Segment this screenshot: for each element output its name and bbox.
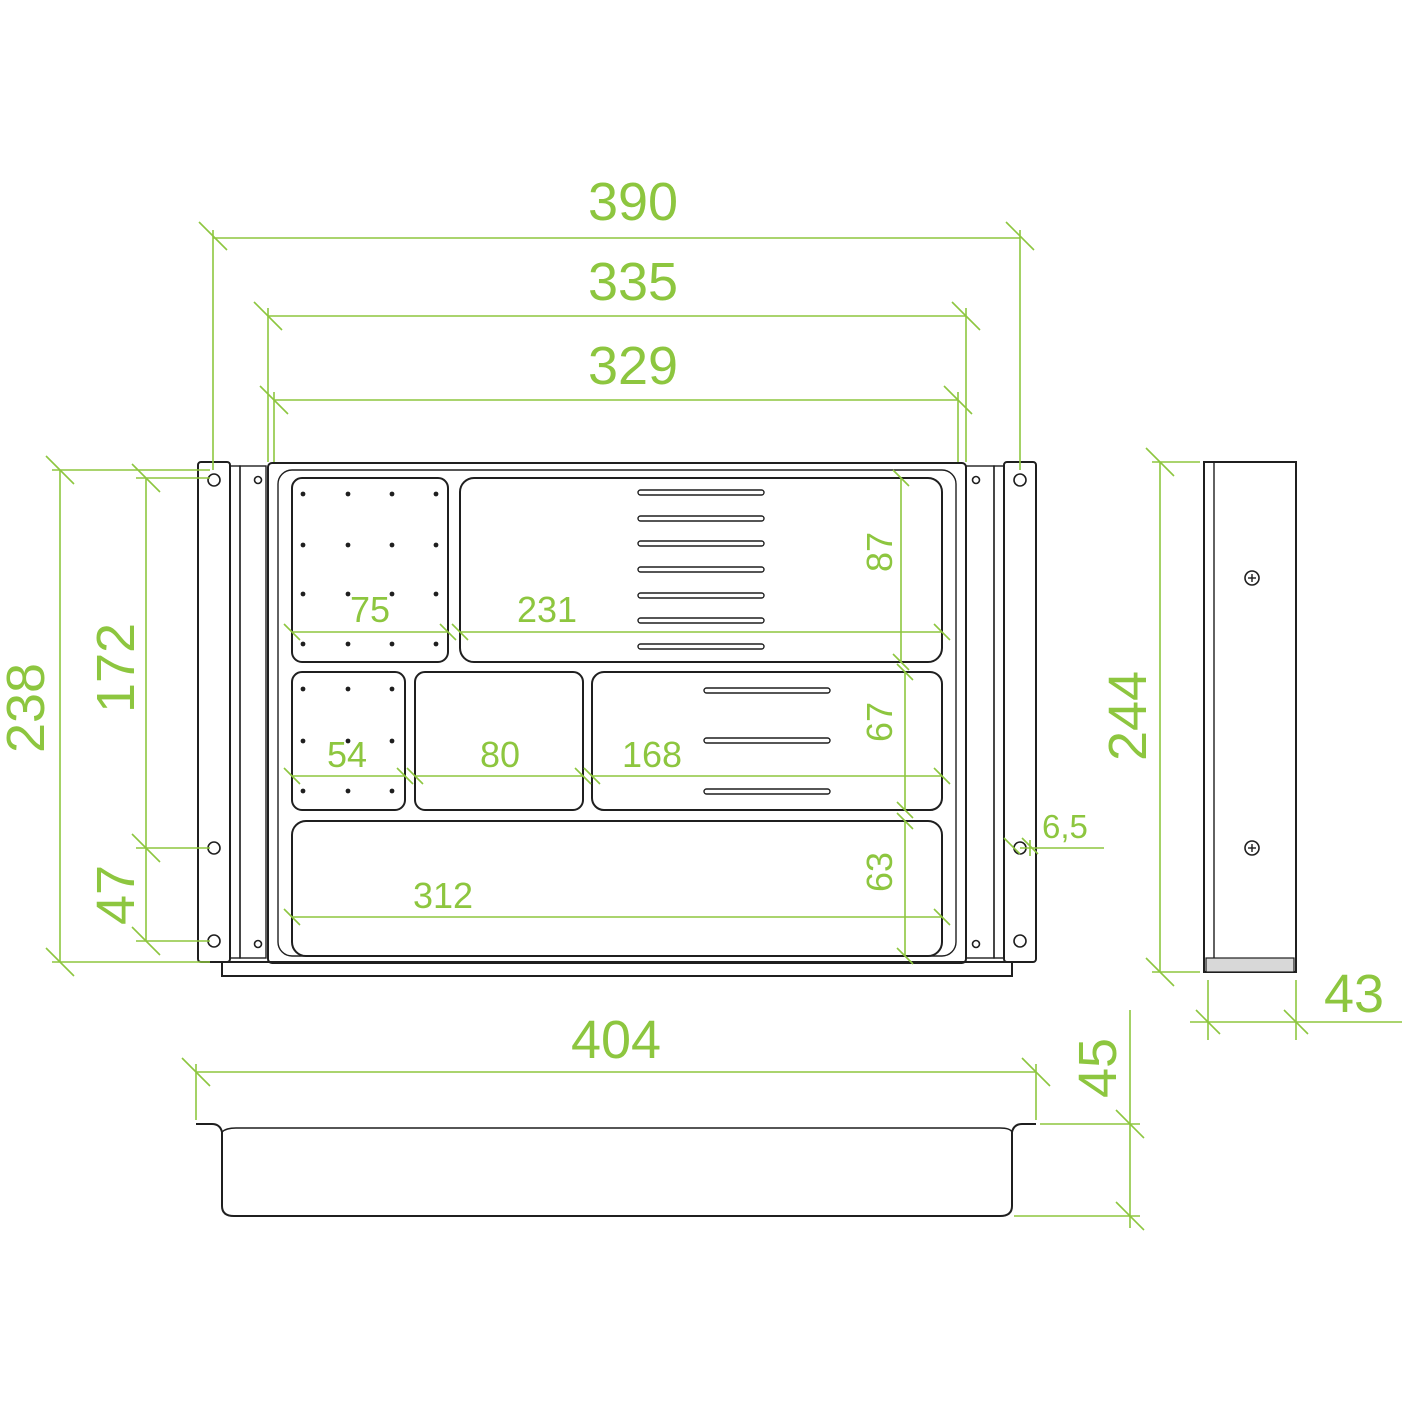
dim-label-63: 63 — [859, 852, 900, 892]
mount-hole — [1013, 934, 1027, 948]
rail-hole — [253, 939, 263, 949]
screw-icon — [1244, 840, 1260, 856]
side-view — [1145, 447, 1402, 1040]
compartment-168 — [591, 671, 943, 811]
rail-hole — [253, 475, 263, 485]
dim-label-67: 67 — [859, 702, 900, 742]
dim-label-45: 45 — [1068, 1038, 1128, 1098]
dim-label-238: 238 — [0, 663, 56, 753]
tray-inner — [277, 469, 957, 957]
screw-icon — [1244, 570, 1260, 586]
dim-label-6-5: 6,5 — [1042, 808, 1088, 845]
dimension-lines — [45, 221, 1104, 977]
dim-label-43: 43 — [1324, 964, 1384, 1024]
side-base — [1205, 957, 1295, 973]
dim-label-75: 75 — [350, 589, 390, 630]
right-rail — [993, 465, 1005, 959]
right-flange — [1003, 461, 1037, 963]
dim-label-404: 404 — [571, 1010, 661, 1070]
dim-label-335: 335 — [588, 252, 678, 312]
right-rail-inner — [965, 465, 995, 959]
rail-hole — [971, 475, 981, 485]
front-strip — [221, 961, 1013, 977]
dim-label-329: 329 — [588, 336, 678, 396]
left-flange — [197, 461, 231, 963]
knife-slots-168 — [703, 687, 831, 795]
knife-slots-231 — [637, 489, 765, 650]
dim-label-47: 47 — [86, 865, 146, 925]
dimension-labels: 390 335 329 238 172 47 75 231 87 54 80 1… — [0, 172, 1384, 1098]
front-view — [181, 1010, 1145, 1231]
dim-label-390: 390 — [588, 172, 678, 232]
compartment-80 — [414, 671, 584, 811]
dim-label-168: 168 — [622, 734, 682, 775]
compartment-75 — [291, 477, 449, 663]
tray-outer — [267, 462, 967, 964]
dim-label-244: 244 — [1098, 671, 1158, 761]
dim-label-231: 231 — [517, 589, 577, 630]
left-rail-inner — [239, 465, 267, 959]
top-view — [197, 461, 1037, 977]
mount-hole — [1013, 473, 1027, 487]
peg-holes-75 — [300, 491, 439, 647]
dim-label-172: 172 — [86, 623, 146, 713]
dim-label-87: 87 — [859, 532, 900, 572]
front-profile — [196, 1123, 1036, 1217]
compartment-231 — [459, 477, 943, 663]
compartment-54 — [291, 671, 406, 811]
dim-label-80: 80 — [480, 734, 520, 775]
left-rail — [229, 465, 241, 959]
rail-hole — [971, 939, 981, 949]
mount-hole — [207, 473, 221, 487]
dim-label-312: 312 — [413, 875, 473, 916]
side-body — [1203, 461, 1297, 973]
dim-label-54: 54 — [327, 734, 367, 775]
peg-holes-54 — [300, 686, 395, 794]
compartment-312 — [291, 820, 943, 957]
